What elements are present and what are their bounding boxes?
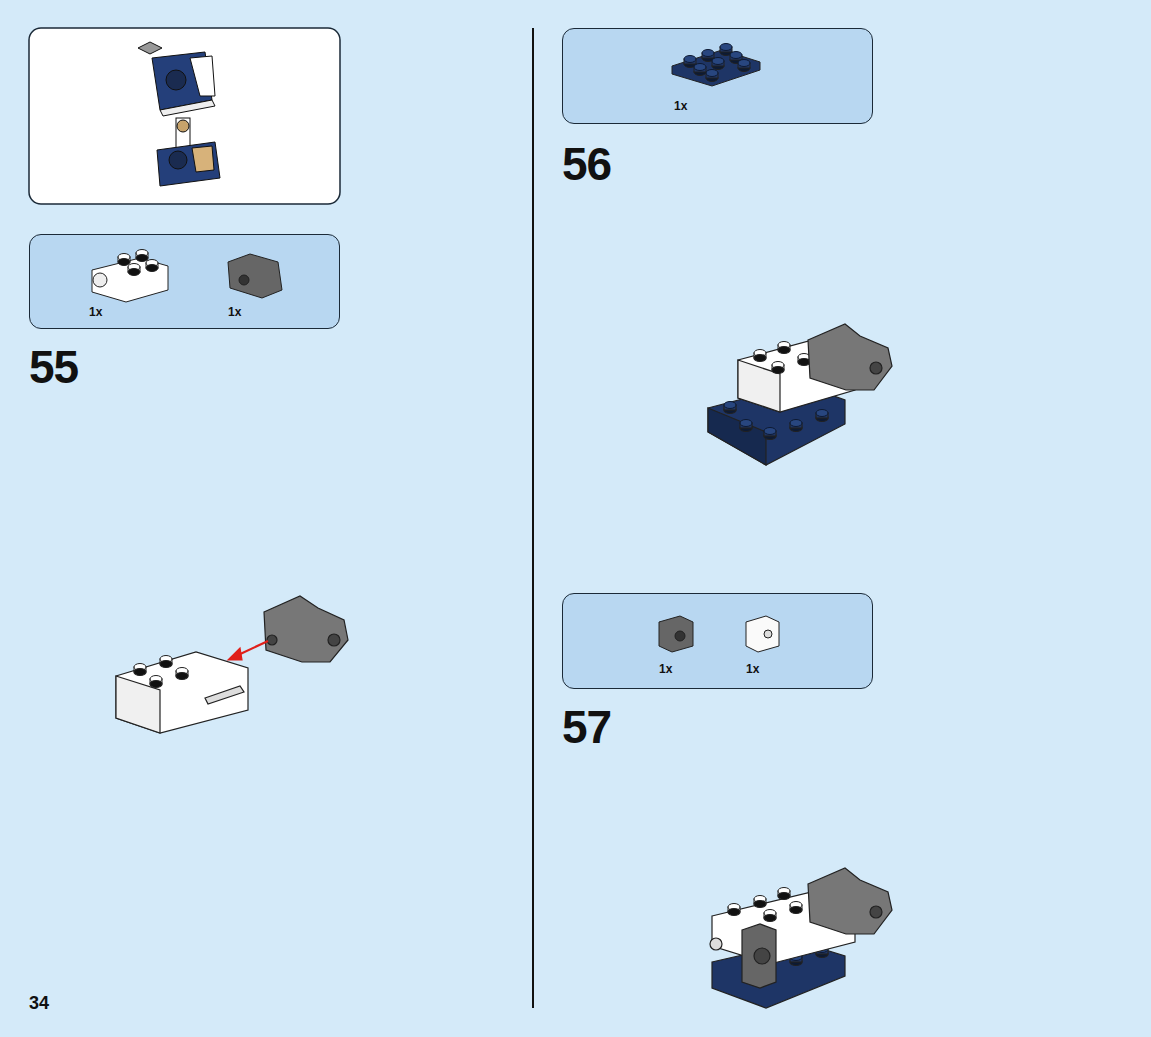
page-number: 34 — [29, 993, 49, 1014]
step-number: 55 — [29, 340, 78, 394]
part-quantity: 1x — [89, 305, 102, 319]
step-55-model — [116, 596, 348, 733]
step-57-model — [710, 868, 892, 1008]
step-number: 56 — [562, 137, 611, 191]
part-icons — [92, 44, 779, 653]
part-quantity: 1x — [659, 662, 672, 676]
step-number: 57 — [562, 700, 611, 754]
divider — [532, 28, 534, 1008]
step-56-model — [708, 324, 892, 465]
parts-list-panel: 1x 1x — [29, 234, 340, 329]
part-quantity: 1x — [674, 99, 687, 113]
parts-list-panel: 1x 1x — [562, 593, 873, 689]
part-quantity: 1x — [746, 662, 759, 676]
callout-box — [29, 28, 340, 204]
sub-assembly — [138, 42, 220, 186]
part-quantity: 1x — [228, 305, 241, 319]
